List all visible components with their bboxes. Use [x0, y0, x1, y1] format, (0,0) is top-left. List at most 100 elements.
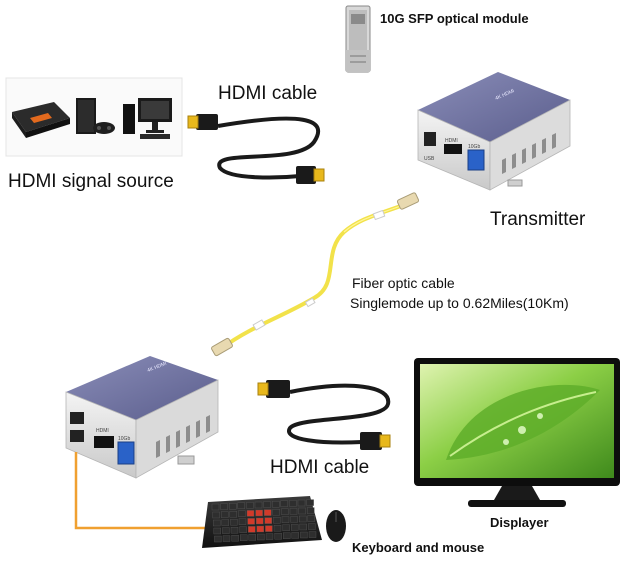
keyboard-key — [289, 500, 297, 507]
keyboard-key — [283, 532, 291, 539]
keyboard-icon — [202, 496, 322, 548]
keyboard-key — [238, 518, 247, 525]
receiver-device: 4K HDMI HDMI 10Gb — [65, 356, 219, 479]
transmitter-hdmi-port — [444, 144, 462, 154]
keyboard-key — [274, 533, 282, 540]
keyboard-key — [247, 526, 256, 533]
signal-source-group — [5, 77, 183, 157]
keyboard-key — [221, 519, 230, 526]
keyboard-key — [265, 533, 274, 540]
keyboard-key — [300, 531, 308, 539]
set-top-box-icon — [12, 102, 70, 138]
transmitter-port-label-fiber: 10Gb — [468, 144, 480, 150]
keyboard-key — [291, 532, 299, 539]
keyboard-key — [220, 511, 229, 518]
fiber-cable-label-line1: Fiber optic cable — [352, 275, 455, 291]
keyboard-key — [264, 517, 272, 524]
receiver-port-label-fiber: 10Gb — [118, 436, 130, 442]
keyboard-key — [222, 527, 230, 534]
keyboard-key — [247, 518, 255, 525]
mouse-icon — [326, 510, 346, 542]
signal-source-label: HDMI signal source — [8, 171, 174, 192]
hdmi-plug-top-right — [296, 166, 316, 184]
keyboard-key — [298, 507, 306, 515]
displayer-label: Displayer — [490, 515, 549, 530]
keyboard-key — [212, 511, 220, 519]
keyboard-key — [238, 510, 246, 517]
hdmi-plug-top-left — [196, 114, 218, 130]
keyboard-key — [281, 508, 289, 515]
keyboard-key — [264, 509, 272, 516]
hdmi-cable-top — [187, 114, 325, 184]
keyboard-key — [308, 523, 316, 530]
receiver-usb-port-2 — [70, 430, 84, 442]
fiber-connector-bottom — [211, 337, 233, 357]
sfp-module-label: 10G SFP optical module — [380, 11, 529, 26]
keyboard-key — [213, 527, 222, 535]
receiver-fiber-port — [117, 441, 135, 465]
keyboard-key — [230, 527, 239, 534]
transmitter-port-label-usb: USB — [424, 156, 435, 162]
receiver-port-label-hdmi: HDMI — [96, 428, 109, 434]
keyboard-key — [299, 523, 307, 531]
keyboard-key — [282, 524, 290, 531]
hdmi-cable-top-label: HDMI cable — [218, 83, 318, 104]
transmitter-usb-port — [424, 132, 436, 146]
keyboard-key — [273, 525, 282, 532]
monitor-icon — [414, 358, 620, 507]
keyboard-key — [231, 535, 239, 542]
keyboard-key — [212, 519, 221, 527]
keyboard-key — [256, 517, 264, 525]
transmitter-fiber-port — [467, 149, 485, 171]
keyboard-key — [248, 534, 257, 541]
keyboard-key — [222, 535, 231, 542]
usb-cable — [74, 452, 210, 530]
fiber-cable-label-line2: Singlemode up to 0.62Miles(10Km) — [350, 295, 569, 311]
fiber-connector-top — [396, 192, 420, 210]
keyboard-key — [308, 531, 317, 538]
keyboard-key — [246, 502, 254, 509]
keyboard-key — [256, 525, 264, 533]
hdmi-cable-bottom-label: HDMI cable — [270, 457, 370, 478]
keyboard-key — [273, 517, 281, 524]
keyboard-key — [263, 501, 271, 508]
keyboard-key — [280, 500, 288, 507]
game-console-icon — [76, 98, 115, 134]
transmitter-port-label-hdmi: HDMI — [445, 138, 458, 144]
keyboard-key — [297, 499, 306, 507]
keyboard-key — [299, 515, 307, 523]
hdmi-plug-bottom-left — [266, 380, 290, 398]
keyboard-key — [289, 508, 298, 515]
transmitter-label: Transmitter — [490, 209, 586, 230]
hdmi-cable-bottom — [257, 380, 391, 450]
keyboard-key — [281, 516, 290, 523]
keyboard-key — [211, 503, 220, 511]
keyboard-key — [228, 503, 237, 510]
keyboard-key — [229, 511, 238, 518]
keyboard-key — [307, 507, 315, 514]
receiver-hdmi-port — [94, 436, 114, 448]
keyboard-key — [237, 502, 246, 509]
keyboard-key — [214, 535, 222, 543]
keyboard-key — [272, 509, 280, 516]
keyboard-key — [230, 519, 238, 526]
keyboard-key — [255, 509, 263, 517]
keyboard-key — [306, 499, 314, 506]
keyboard-key — [220, 503, 228, 510]
keyboard-key — [272, 501, 280, 508]
fiber-optic-cable — [211, 192, 420, 357]
desktop-pc-icon — [123, 98, 172, 139]
keyboard-key — [239, 534, 248, 541]
keyboard-key — [239, 526, 247, 533]
receiver-usb-port-1 — [70, 412, 84, 424]
keyboard-key — [265, 525, 273, 532]
transmitter-device: 4K HDMI USB HDMI 10Gb — [417, 72, 571, 191]
sfp-module-icon — [345, 5, 371, 73]
hdmi-plug-bottom-right — [360, 432, 382, 450]
keyboard-key — [307, 515, 315, 522]
keyboard-key — [291, 524, 299, 531]
keyboard-key — [290, 516, 298, 523]
keyboard-mouse-label: Keyboard and mouse — [352, 540, 485, 555]
keyboard-key — [254, 501, 263, 509]
